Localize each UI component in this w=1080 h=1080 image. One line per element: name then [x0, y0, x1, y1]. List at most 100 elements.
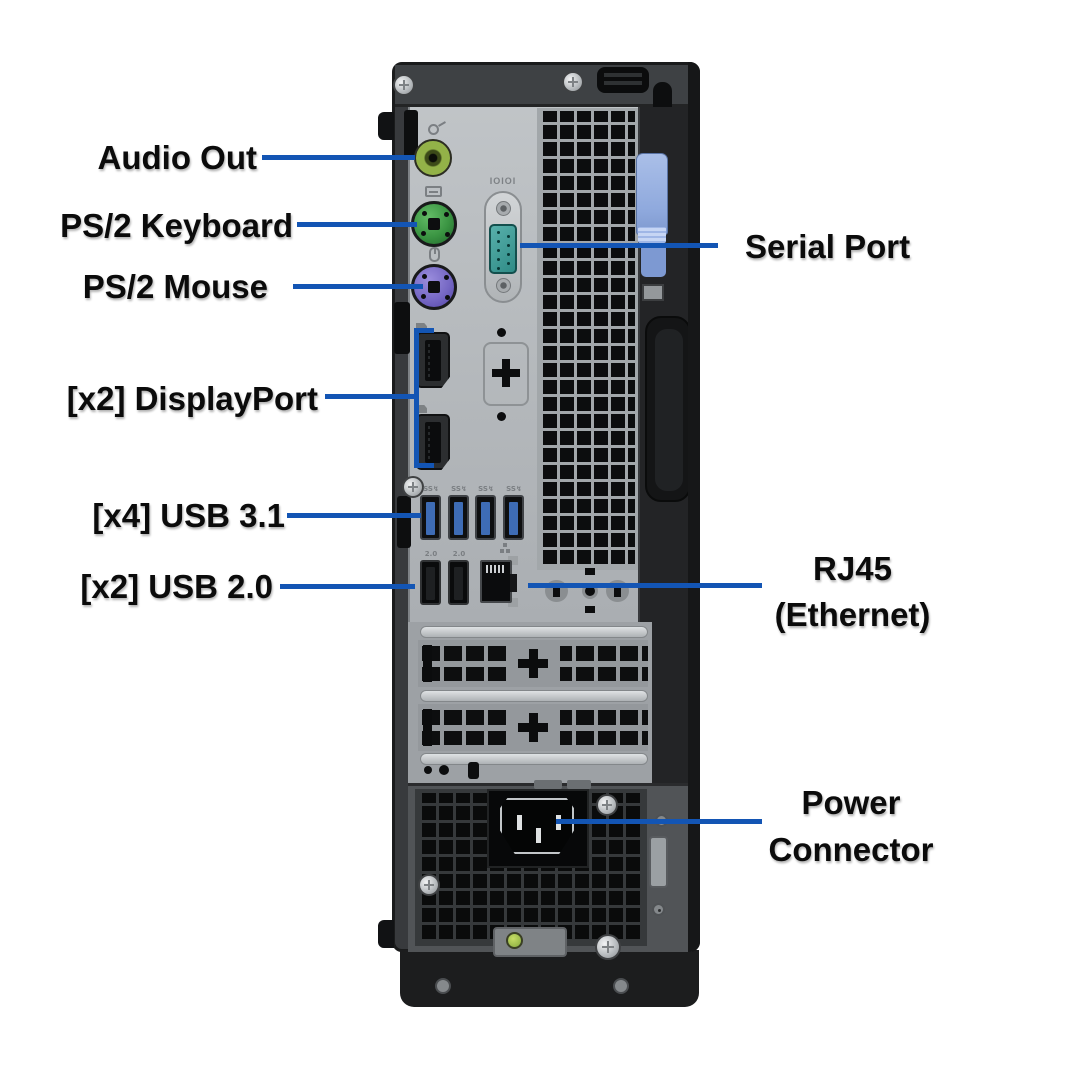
serial-pins [497, 231, 500, 234]
label-power-line2: Connector [768, 831, 934, 868]
thumbscrew-bump [378, 112, 394, 140]
callout-line-power [556, 819, 762, 824]
panel-slot [397, 496, 411, 548]
cover-bar [423, 709, 432, 746]
panel-hole [585, 568, 595, 575]
power-pin [517, 815, 522, 830]
superspeed-usb-icon: SS↯ [451, 485, 467, 493]
label-rj45: RJ45 (Ethernet) [745, 546, 960, 638]
main-vent-grille [537, 108, 638, 570]
handle-inner [655, 329, 683, 491]
padlock-slot [597, 67, 649, 93]
knockout-plate [483, 342, 529, 406]
label-power-connector: Power Connector [740, 779, 962, 873]
ps2-key-slot [428, 281, 440, 293]
displayport-slot [425, 340, 441, 381]
callout-line-displayport [325, 394, 419, 399]
callout-line-rj45 [528, 583, 762, 588]
callout-line-keyboard [297, 222, 417, 227]
chassis-screw [393, 74, 415, 96]
usb3-port-1 [420, 495, 441, 540]
panel-slot [394, 302, 410, 354]
release-latch-grip [638, 227, 666, 243]
side-slot [649, 836, 668, 888]
rj45-mount-tab [508, 556, 518, 565]
label-rj45-line2: (Ethernet) [774, 596, 931, 633]
slot-rail [420, 690, 648, 702]
label-ps2-keyboard: PS/2 Keyboard [60, 207, 293, 244]
usb2-tongue [454, 567, 463, 600]
rj45-port [480, 560, 517, 603]
panel-hole [424, 766, 432, 774]
usb2-port-2 [448, 560, 469, 605]
network-icon [500, 549, 504, 553]
usb3-port-4 [503, 495, 524, 540]
case-rivet [435, 978, 451, 994]
release-latch [636, 153, 668, 235]
usb3-tongue [454, 502, 463, 535]
case-right-edge [688, 62, 700, 952]
displayport-slot [425, 422, 441, 463]
latch-catch [642, 284, 664, 301]
callout-line-mouse [293, 284, 423, 289]
label-usb20: [x2] USB 2.0 [80, 568, 273, 605]
side-rivet [652, 903, 665, 916]
displayport-2 [416, 414, 450, 470]
usb3-tongue [509, 502, 518, 535]
slot-rail [420, 626, 648, 638]
usb2-tongue [426, 567, 435, 600]
displayport-icon [416, 405, 427, 413]
usb3-tongue [481, 502, 490, 535]
callout-bracket-tick-top [414, 328, 434, 333]
callout-line-audio [262, 155, 415, 160]
label-audio-out: Audio Out [97, 139, 257, 176]
ps2-keyboard-port [411, 201, 457, 247]
usb2-icon: 2.0 [424, 550, 438, 558]
slot-rail [420, 753, 648, 765]
power-led [506, 932, 523, 949]
knockout-hole [497, 328, 506, 337]
callout-bracket-displayport [414, 328, 419, 468]
chassis-screw [562, 71, 584, 93]
serial-port [489, 224, 517, 274]
label-displayport: [x2] DisplayPort [66, 380, 318, 417]
psu-tab [567, 780, 591, 789]
mouse-icon [429, 247, 440, 262]
psu-screw [595, 934, 621, 960]
panel-hole [585, 606, 595, 613]
callout-line-usb2 [280, 584, 415, 589]
ps2-pins [422, 211, 427, 216]
audio-out-icon [428, 124, 439, 135]
psu-screw [418, 874, 440, 896]
case-bottom-band [400, 950, 699, 1007]
handle-recess [645, 316, 691, 502]
label-ps2-mouse: PS/2 Mouse [82, 268, 268, 305]
power-connector [500, 798, 574, 854]
release-latch-lower [641, 243, 666, 277]
label-serial-port: Serial Port [745, 228, 911, 265]
expansion-slot-cover-1 [418, 640, 648, 687]
usb3-tongue [426, 502, 435, 535]
superspeed-usb-icon: SS↯ [478, 485, 494, 493]
label-usb31: [x4] USB 3.1 [92, 497, 285, 534]
power-pin [536, 828, 541, 843]
cover-plus [518, 659, 548, 668]
displayport-1 [416, 332, 450, 388]
psu-screw [596, 794, 618, 816]
panel-slot [404, 110, 418, 160]
rj45-contacts [486, 565, 506, 573]
panel-slot [468, 762, 479, 779]
knockout-plus [492, 369, 520, 377]
displayport-icon [416, 323, 427, 331]
callout-bracket-tick-bottom [414, 463, 434, 468]
rj45-mount-tab [508, 598, 518, 607]
callout-line-serial [520, 243, 718, 248]
usb2-port-1 [420, 560, 441, 605]
serial-screw-hole [496, 201, 511, 216]
case-top-band [395, 65, 697, 107]
superspeed-usb-icon: SS↯ [423, 485, 439, 493]
serial-screw-hole [496, 278, 511, 293]
usb3-port-3 [475, 495, 496, 540]
callout-line-usb3 [287, 513, 421, 518]
ps2-key-slot [428, 218, 440, 230]
